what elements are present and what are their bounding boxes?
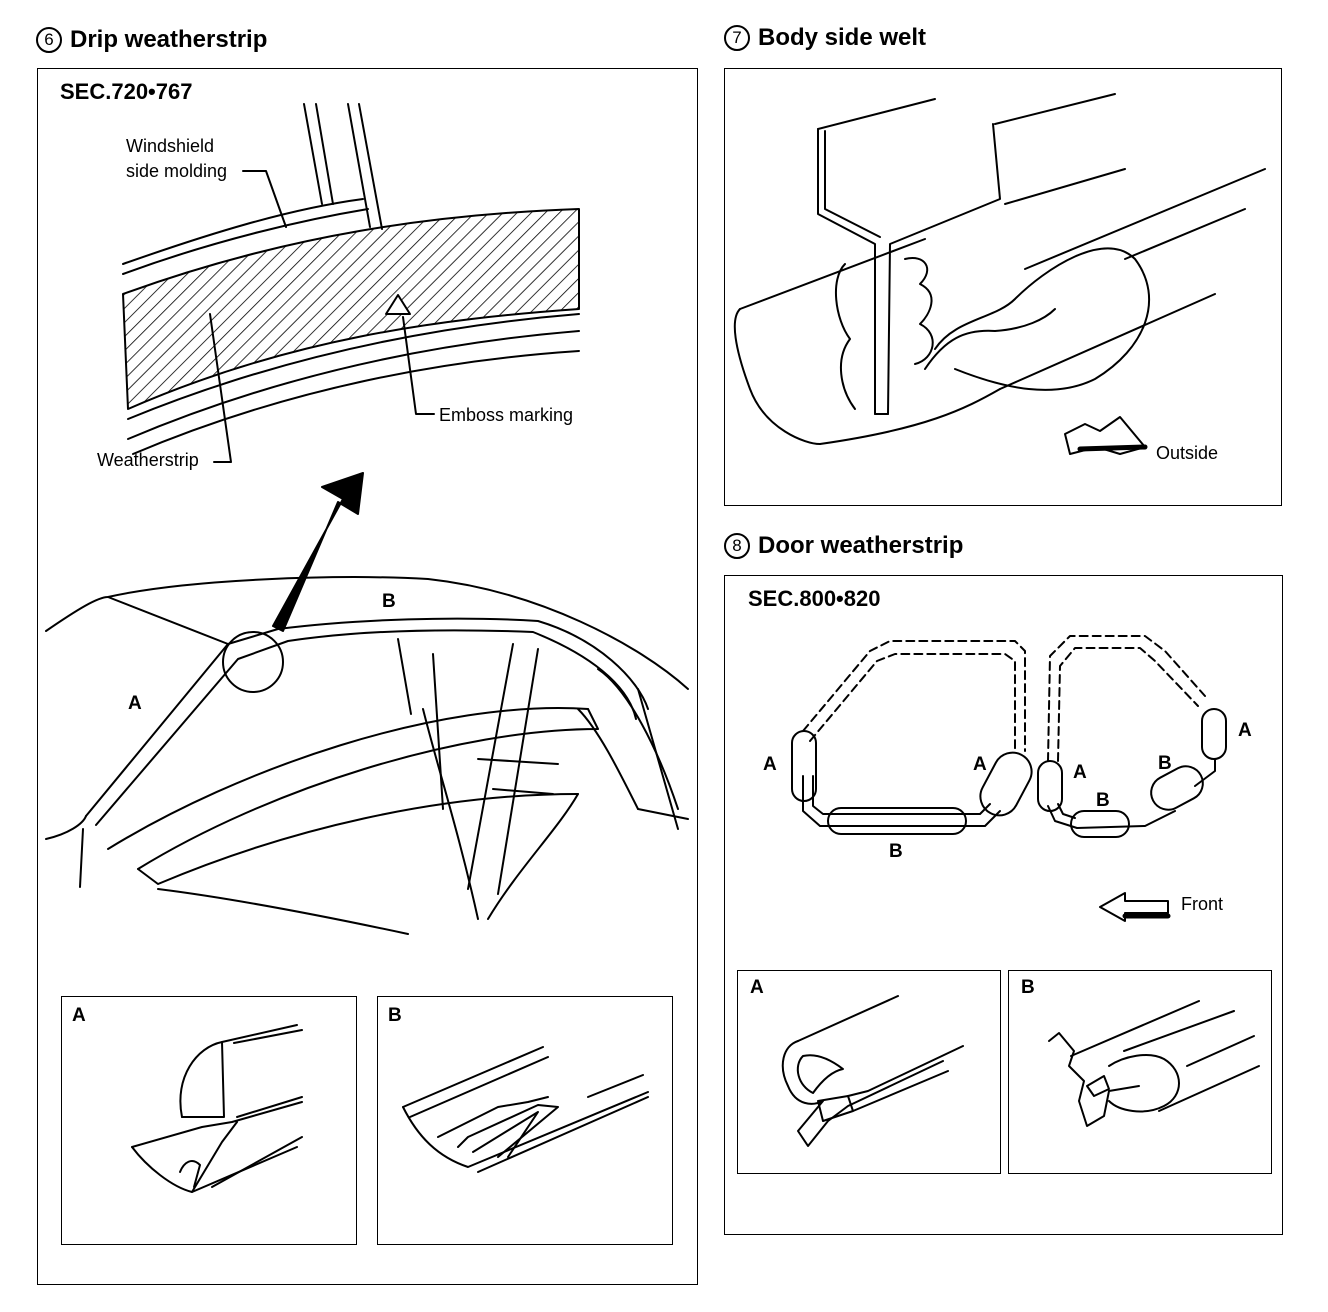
front-door-a-left-label: A bbox=[763, 754, 777, 775]
detail-a-label: A bbox=[72, 1005, 86, 1026]
section-number-badge: 6 bbox=[36, 27, 62, 53]
section-code: SEC.720•767 bbox=[60, 79, 193, 104]
weatherstrip-label: Weatherstrip bbox=[97, 450, 199, 470]
drip-b-label: B bbox=[382, 591, 396, 612]
section-number-badge: 7 bbox=[724, 25, 750, 51]
drip-weatherstrip-panel: SEC.720•767 bbox=[37, 68, 698, 1285]
detail-a-label: A bbox=[750, 977, 764, 998]
drip-a-label: A bbox=[128, 693, 142, 714]
drip-weatherstrip-heading: 6 Drip weatherstrip bbox=[36, 26, 267, 54]
body-side-welt-heading: 7 Body side welt bbox=[724, 24, 926, 52]
rear-door-b-bottom-label: B bbox=[1096, 790, 1110, 811]
door-weatherstrip-panel: SEC.800•820 A A B A B B A Front A bbox=[724, 575, 1283, 1235]
windshield-molding-label-line2: side molding bbox=[126, 161, 228, 181]
drip-detail-a-profile bbox=[131, 1024, 303, 1193]
door-detail-b-panel: B bbox=[1008, 970, 1272, 1174]
detail-b-label: B bbox=[1021, 977, 1035, 998]
door-seal-layout-diagram bbox=[791, 635, 1227, 922]
detail-b-label: B bbox=[388, 1005, 402, 1026]
drip-detail-b-profile bbox=[402, 1046, 649, 1173]
section-code: SEC.800•820 bbox=[748, 586, 881, 611]
section-title: Body side welt bbox=[758, 24, 927, 51]
body-side-welt-illustration bbox=[733, 93, 1266, 455]
outside-label: Outside bbox=[1156, 443, 1219, 463]
front-door-b-label: B bbox=[889, 841, 903, 862]
door-weatherstrip-heading: 8 Door weatherstrip bbox=[724, 532, 963, 560]
rear-door-b-side-label: B bbox=[1158, 753, 1172, 774]
door-detail-b-profile bbox=[1048, 1000, 1260, 1127]
section-title: Drip weatherstrip bbox=[70, 26, 268, 53]
rear-door-a-left-label: A bbox=[1073, 762, 1087, 783]
front-direction-label: Front bbox=[1181, 894, 1224, 914]
door-detail-a-profile bbox=[781, 995, 964, 1147]
drip-detail-b-panel: B bbox=[377, 996, 673, 1245]
section-number-badge: 8 bbox=[724, 533, 750, 559]
section-title: Door weatherstrip bbox=[758, 532, 964, 559]
weatherstrip-closeup-illustration bbox=[45, 103, 689, 935]
drip-detail-a-panel: A bbox=[61, 996, 357, 1245]
emboss-marking-label: Emboss marking bbox=[439, 405, 574, 425]
body-side-welt-panel: Outside bbox=[724, 68, 1282, 506]
door-detail-a-panel: A bbox=[737, 970, 1001, 1174]
front-door-a-right-label: A bbox=[973, 754, 987, 775]
rear-door-a-right-label: A bbox=[1238, 720, 1252, 741]
windshield-molding-label-line1: Windshield bbox=[126, 136, 215, 156]
